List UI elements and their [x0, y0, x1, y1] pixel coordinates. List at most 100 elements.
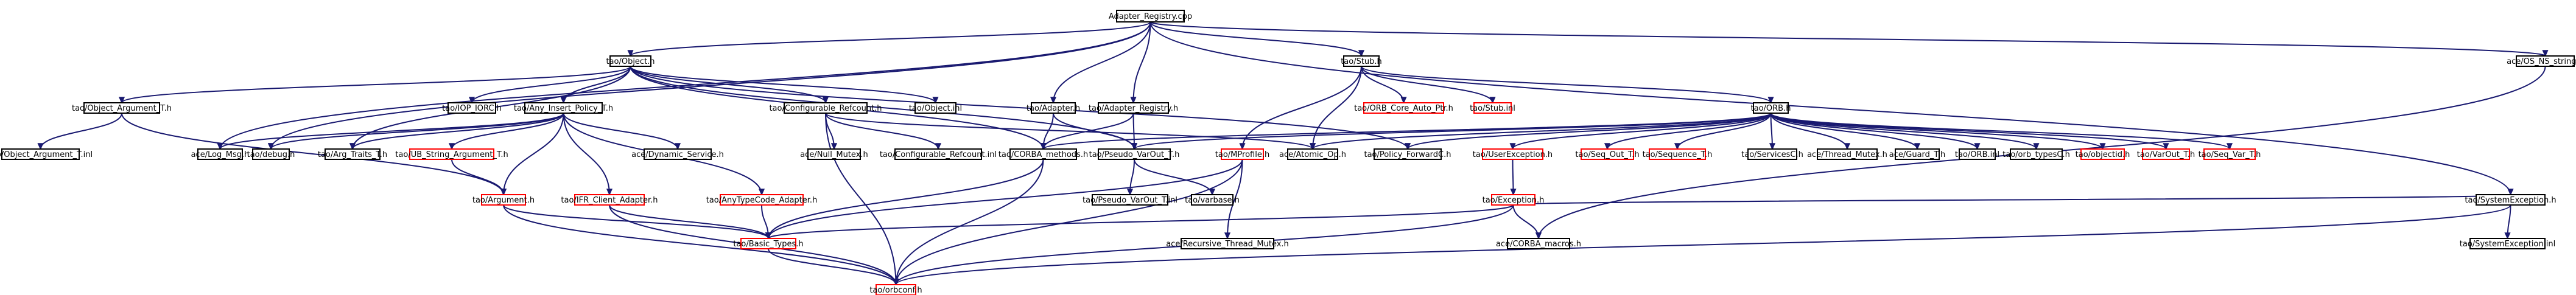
node-tao-anytypecode-adapter-h[interactable]: tao/AnyTypeCode_Adapter.h	[706, 194, 818, 206]
node-box-ace-atomic-op-h[interactable]	[1287, 148, 1338, 160]
node-box-tao-seq-var-t-h[interactable]	[2203, 148, 2256, 160]
node-tao-varout-t-h[interactable]: tao/VarOut_T.h	[2137, 148, 2195, 160]
node-box-tao-object-h[interactable]	[609, 55, 651, 67]
node-box-ace-guard-t-h[interactable]	[1895, 148, 1940, 160]
node-ace-atomic-op-h[interactable]: ace/Atomic_Op.h	[1279, 148, 1346, 160]
node-box-tao-adapter-registry-h[interactable]	[1098, 102, 1169, 114]
node-box-tao-varbase-h[interactable]	[1191, 194, 1234, 206]
node-tao-pseudo-varout-t-inl[interactable]: tao/Pseudo_VarOut_T.inl	[1083, 194, 1177, 206]
node-tao-orb-inl[interactable]: tao/ORB.inl	[1955, 148, 1999, 160]
node-box-ace-null-mutex-h[interactable]	[807, 148, 861, 160]
node-tao-adapter-registry-h[interactable]: tao/Adapter_Registry.h	[1089, 102, 1178, 114]
node-box-tao-exception-h[interactable]	[1491, 194, 1535, 206]
node-box-ace-os-ns-string-h[interactable]	[2516, 55, 2575, 67]
node-ace-recursive-thread-mutex-h[interactable]: ace/Recursive_Thread_Mutex.h	[1166, 238, 1289, 249]
node-box-tao-configurable-refcount-inl[interactable]	[894, 148, 982, 160]
node-tao-systemexception-h[interactable]: tao/SystemException.h	[2465, 194, 2557, 206]
node-box-tao-configurable-refcount-h[interactable]	[784, 102, 868, 114]
node-tao-corba-methods-h[interactable]: tao/CORBA_methods.h	[998, 148, 1088, 160]
node-box-ace-dynamic-service-h[interactable]	[644, 148, 712, 160]
node-tao-objectid-h[interactable]: tao/objectid.h	[2076, 148, 2130, 160]
node-box-tao-debug-h[interactable]	[252, 148, 290, 160]
node-tao-basic-types-h[interactable]: tao/Basic_Types.h	[733, 238, 804, 249]
node-ace-guard-t-h[interactable]: ace/Guard_T.h	[1889, 148, 1945, 160]
node-box-tao-pseudo-varout-t-inl[interactable]	[1092, 194, 1168, 206]
node-box-tao-userexception-h[interactable]	[1482, 148, 1543, 160]
node-box-tao-ifr-client-adapter-h[interactable]	[574, 194, 645, 206]
node-box-ace-log-msg-h[interactable]	[197, 148, 243, 160]
node-box-tao-adapter-h[interactable]	[1031, 102, 1076, 114]
node-box-tao-orb-inl[interactable]	[1959, 148, 1996, 160]
node-tao-object-argument-t-inl[interactable]: tao/Object_Argument_T.inl	[0, 148, 93, 160]
node-box-tao-object-argument-t-h[interactable]	[83, 102, 160, 114]
node-label-tao-adapter-h: tao/Adapter.h	[1027, 104, 1080, 113]
node-tao-sequence-t-h[interactable]: tao/Sequence_T.h	[1643, 148, 1713, 160]
node-tao-pseudo-varout-t-h[interactable]: tao/Pseudo_VarOut_T.h	[1089, 148, 1180, 160]
node-tao-adapter-h[interactable]: tao/Adapter.h	[1027, 102, 1080, 114]
node-tao-object-h[interactable]: tao/Object.h	[606, 55, 655, 67]
node-tao-stub-h[interactable]: tao/Stub.h	[1341, 55, 1382, 67]
node-box-tao-orb-h[interactable]	[1753, 102, 1789, 114]
node-box-tao-object-argument-t-inl[interactable]	[1, 148, 80, 160]
node-tao-orbconf-h[interactable]: tao/orbconf.h	[869, 284, 922, 295]
node-box-tao-basic-types-h[interactable]	[740, 238, 796, 249]
node-box-tao-orb-core-auto-ptr-h[interactable]	[1363, 102, 1444, 114]
node-tao-seq-out-t-h[interactable]: tao/Seq_Out_T.h	[1575, 148, 1640, 160]
node-tao-seq-var-t-h[interactable]: tao/Seq_Var_T.h	[2199, 148, 2261, 160]
node-box-tao-iop-iorc-h[interactable]	[447, 102, 496, 114]
node-box-tao-argument-h[interactable]	[481, 194, 526, 206]
node-tao-ub-string-argument-t-h[interactable]: tao/UB_String_Argument_T.h	[395, 148, 508, 160]
edge-tao-object-h-to-tao-any-insert-policy-t-h	[563, 66, 631, 103]
node-box-ace-recursive-thread-mutex-h[interactable]	[1181, 238, 1274, 249]
node-box-tao-any-insert-policy-t-h[interactable]	[524, 102, 603, 114]
node-ace-dynamic-service-h[interactable]: ace/Dynamic_Service.h	[631, 148, 724, 160]
node-box-tao-ub-string-argument-t-h[interactable]	[409, 148, 494, 160]
node-tao-object-inl[interactable]: tao/Object.inl	[909, 102, 962, 114]
node-tao-policy-forwardc-h[interactable]: tao/Policy_ForwardC.h	[1364, 148, 1451, 160]
node-ace-log-msg-h[interactable]: ace/Log_Msg.h	[191, 148, 250, 160]
node-box-tao-servicesc-h[interactable]	[1747, 148, 1797, 160]
node-tao-argument-h[interactable]: tao/Argument.h	[472, 194, 535, 206]
node-tao-varbase-h[interactable]: tao/varbase.h	[1185, 194, 1240, 206]
node-box-tao-mprofile-h[interactable]	[1221, 148, 1264, 160]
node-tao-orb-typesc-h[interactable]: tao/orb_typesC.h	[2002, 148, 2070, 160]
node-box-tao-arg-traits-t-h[interactable]	[325, 148, 381, 160]
node-box-tao-object-inl[interactable]	[914, 102, 956, 114]
node-box-tao-systemexception-inl[interactable]	[2469, 238, 2546, 249]
node-box-ace-corba-macros-h[interactable]	[1507, 238, 1570, 249]
node-tao-object-argument-t-h[interactable]: tao/Object_Argument_T.h	[72, 102, 172, 114]
node-box-ace-thread-mutex-h[interactable]	[1817, 148, 1878, 160]
node-tao-configurable-refcount-inl[interactable]: tao/Configurable_Refcount.inl	[880, 148, 997, 160]
node-box-tao-corba-methods-h[interactable]	[1009, 148, 1077, 160]
node-box-tao-seq-out-t-h[interactable]	[1581, 148, 1634, 160]
node-tao-configurable-refcount-h[interactable]: tao/Configurable_Refcount.h	[769, 102, 882, 114]
node-tao-any-insert-policy-t-h[interactable]: tao/Any_Insert_Policy_T.h	[514, 102, 613, 114]
node-tao-iop-iorc-h[interactable]: tao/IOP_IORC.h	[442, 102, 502, 114]
node-ace-corba-macros-h[interactable]: ace/CORBA_macros.h	[1496, 238, 1581, 249]
node-tao-ifr-client-adapter-h[interactable]: tao/IFR_Client_Adapter.h	[561, 194, 658, 206]
node-box-tao-varout-t-h[interactable]	[2142, 148, 2190, 160]
node-tao-orb-core-auto-ptr-h[interactable]: tao/ORB_Core_Auto_Ptr.h	[1354, 102, 1453, 114]
node-tao-userexception-h[interactable]: tao/UserException.h	[1473, 148, 1553, 160]
node-box-tao-sequence-t-h[interactable]	[1649, 148, 1706, 160]
node-tao-exception-h[interactable]: tao/Exception.h	[1483, 194, 1545, 206]
node-tao-stub-inl[interactable]: tao/Stub.inl	[1470, 102, 1515, 114]
node-box-tao-orbconf-h[interactable]	[876, 284, 916, 295]
node-box-tao-stub-h[interactable]	[1343, 55, 1380, 67]
node-box-tao-objectid-h[interactable]	[2080, 148, 2125, 160]
node-box-tao-orb-typesc-h[interactable]	[2010, 148, 2063, 160]
node-box-tao-anytypecode-adapter-h[interactable]	[720, 194, 804, 206]
node-box-tao-policy-forwardc-h[interactable]	[1374, 148, 1442, 160]
node-box-tao-pseudo-varout-t-h[interactable]	[1098, 148, 1171, 160]
node-tao-arg-traits-t-h[interactable]: tao/Arg_Traits_T.h	[318, 148, 387, 160]
node-ace-os-ns-string-h[interactable]: ace/OS_NS_string.h	[2507, 55, 2576, 67]
node-tao-servicesc-h[interactable]: tao/ServicesC.h	[1741, 148, 1803, 160]
node-box-tao-stub-inl[interactable]	[1473, 102, 1512, 114]
node-ace-null-mutex-h[interactable]: ace/Null_Mutex.h	[800, 148, 868, 160]
node-box-tao-systemexception-h[interactable]	[2476, 194, 2546, 206]
node-tao-orb-h[interactable]: tao/ORB.h	[1751, 102, 1791, 114]
node-tao-debug-h[interactable]: tao/debug.h	[247, 148, 295, 160]
node-tao-mprofile-h[interactable]: tao/MProfile.h	[1215, 148, 1269, 160]
node-ace-thread-mutex-h[interactable]: ace/Thread_Mutex.h	[1807, 148, 1887, 160]
node-tao-systemexception-inl[interactable]: tao/SystemException.inl	[2460, 238, 2555, 249]
